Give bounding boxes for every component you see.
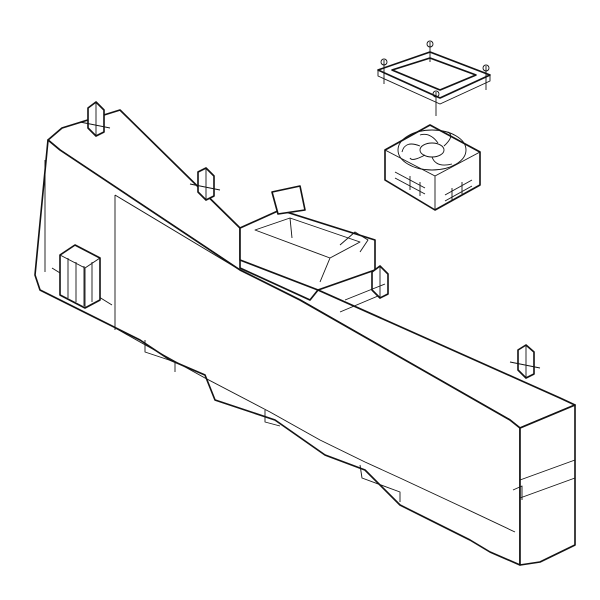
fan-opening (239, 185, 376, 291)
clips (79, 101, 541, 379)
housing (34, 101, 576, 566)
fan-mounting-frame (377, 40, 491, 116)
vent-grille (59, 244, 101, 309)
fan (384, 124, 481, 211)
